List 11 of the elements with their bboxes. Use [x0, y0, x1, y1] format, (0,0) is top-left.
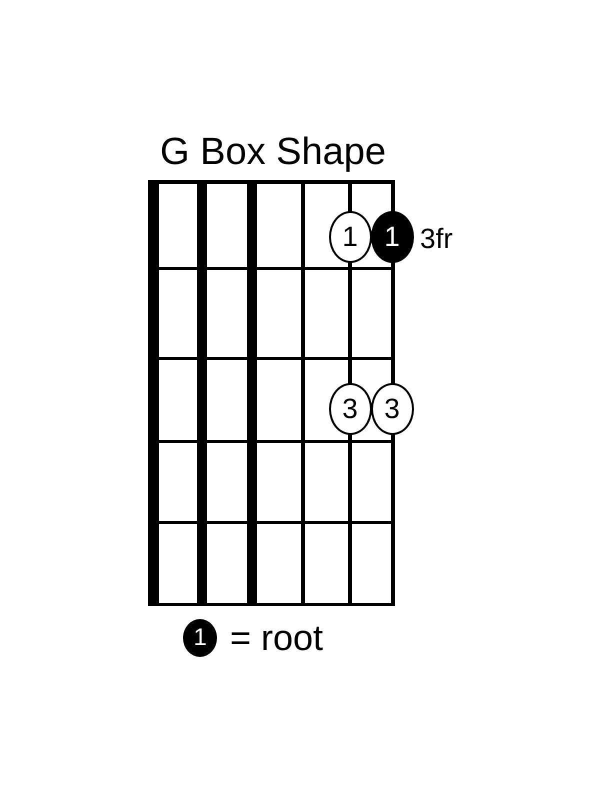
finger-number: 1 — [342, 223, 358, 251]
finger-number: 3 — [342, 395, 358, 423]
finger-dot — [370, 383, 414, 435]
legend-text: = root — [230, 620, 324, 656]
finger-number: 1 — [384, 223, 400, 251]
finger-dot — [328, 211, 372, 263]
chord-title: G Box Shape — [160, 133, 386, 171]
finger-number: 3 — [384, 395, 400, 423]
finger-dot — [328, 383, 372, 435]
fret-position-label: 3fr — [420, 225, 453, 253]
legend-number: 1 — [194, 626, 207, 650]
